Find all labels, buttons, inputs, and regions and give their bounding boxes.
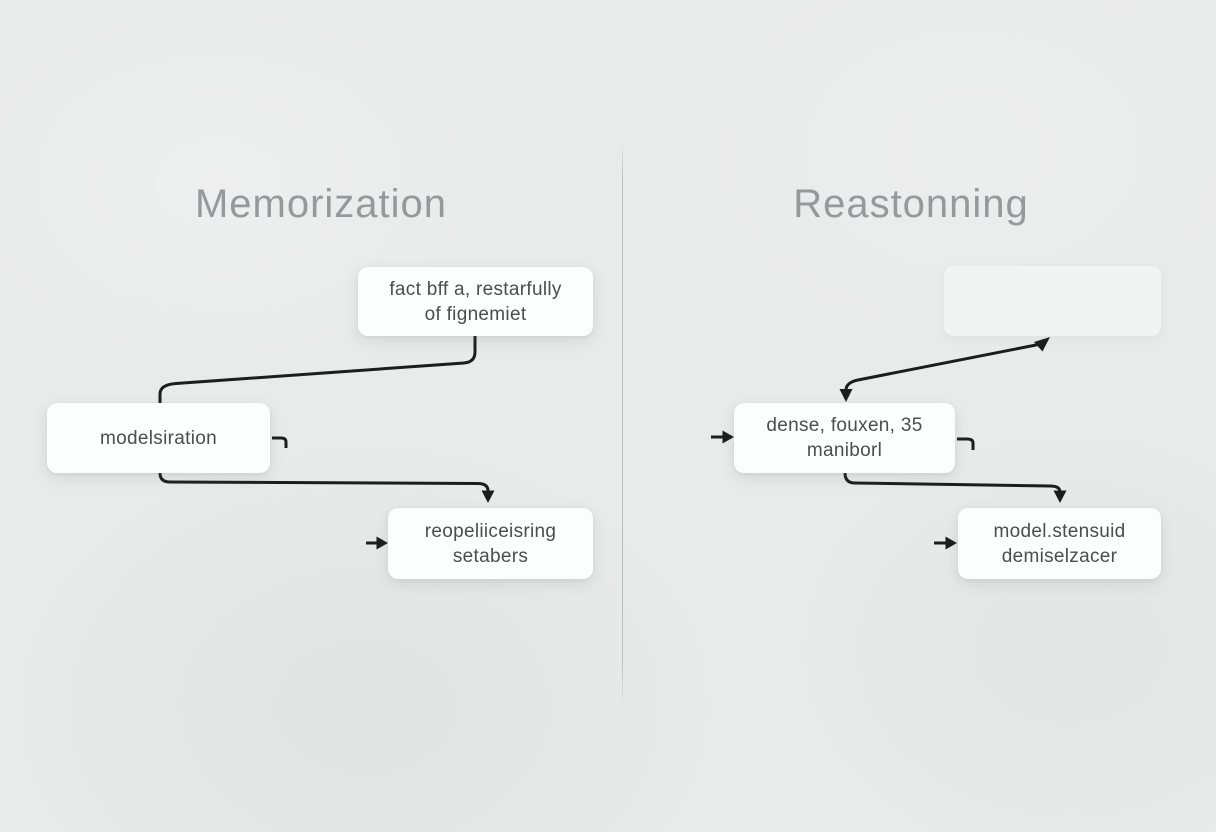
- arrowhead-ghost-end: [1034, 337, 1050, 352]
- arrowhead-into-stensuid: [945, 536, 957, 550]
- node-model-stensuid-line2: demiselzacer: [1001, 545, 1118, 567]
- panel-divider: [622, 142, 623, 707]
- right-panel-title: Reastonning: [793, 182, 1029, 226]
- connector-model-right-stub: [272, 436, 288, 448]
- node-fact-line1: fact bff a, restarfully: [389, 278, 562, 300]
- connector-fact-to-model: [158, 336, 477, 403]
- arrowhead-into-dense: [722, 430, 734, 444]
- connector-dense-to-ghost: [844, 342, 1042, 392]
- arrowhead-into-reopel: [376, 536, 388, 550]
- node-fact: fact bff a, restarfully of fignemiet: [358, 267, 593, 336]
- node-ghost-empty: [944, 266, 1161, 336]
- arrowhead-dense-top: [839, 389, 853, 402]
- connector-dense-to-stensuid: [843, 472, 1062, 493]
- left-panel-title: Memorization: [194, 182, 448, 226]
- node-fact-line2: of fignemiet: [424, 303, 527, 325]
- node-reopeliiceisring-line1: reopeliiceisring: [424, 520, 557, 542]
- node-reopeliiceisring-line2: setabers: [452, 545, 529, 567]
- node-model-stensuid: model.stensuid demiselzacer: [958, 508, 1161, 579]
- node-reopeliiceisring: reopeliiceisring setabers: [388, 508, 593, 579]
- arrowhead-dense-to-stensuid: [1053, 490, 1067, 503]
- connector-model-to-reopel: [158, 472, 490, 492]
- node-model-stensuid-line1: model.stensuid: [993, 520, 1126, 542]
- connector-dense-right-stub: [957, 437, 975, 450]
- node-modelsiration: modelsiration: [47, 403, 270, 473]
- node-modelsiration-label: modelsiration: [100, 427, 217, 449]
- node-dense-line2: maniborl: [806, 440, 883, 461]
- node-dense: dense, fouxen, 35 maniborl: [734, 403, 955, 473]
- node-dense-line1: dense, fouxen, 35: [766, 415, 923, 436]
- arrowhead-model-to-reopel: [481, 490, 495, 503]
